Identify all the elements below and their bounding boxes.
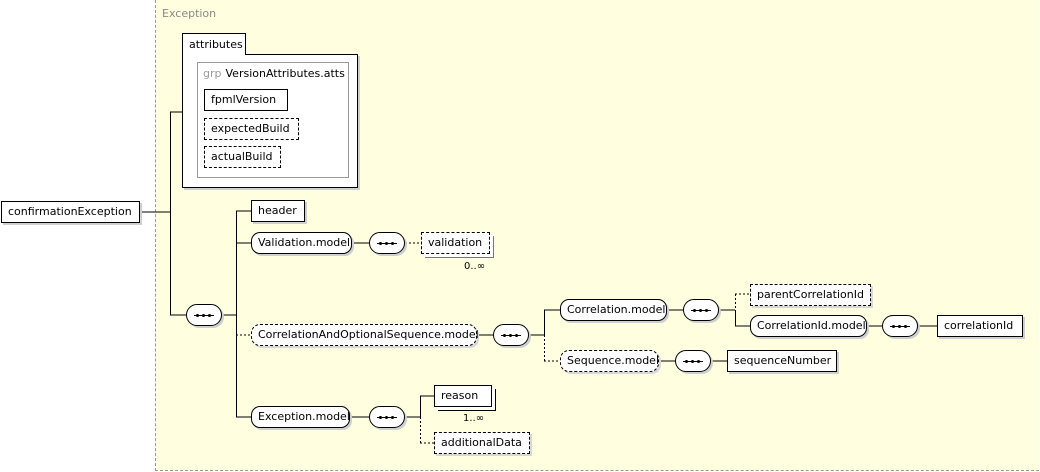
group-keyword: grp [203,67,222,80]
group-label: Exception.model [258,410,350,423]
group-label: Sequence.model [567,354,660,367]
group-label: CorrelationId.model [757,319,866,332]
sequence-compositor-validation[interactable] [369,232,405,254]
element-parent-correlation-id[interactable]: parentCorrelationId [750,284,871,306]
group-validation-model[interactable]: Validation.model [251,232,352,254]
root-element-confirmation-exception[interactable]: confirmationException [1,201,140,223]
cardinality-reason: 1..∞ [463,413,485,424]
region-label: Exception [162,7,217,20]
group-sequence-model[interactable]: Sequence.model [560,350,659,372]
group-name: VersionAttributes.atts [225,67,345,80]
group-label: Validation.model [258,236,351,249]
element-label: header [258,204,297,217]
attribute-label: expectedBuild [211,122,290,135]
element-sequence-number[interactable]: sequenceNumber [727,350,837,372]
sequence-compositor-sequence[interactable] [675,350,711,372]
element-validation[interactable]: validation [421,232,490,254]
attribute-actual-build[interactable]: actualBuild [204,146,281,168]
sequence-compositor-correlation-id[interactable] [882,315,918,337]
element-label: additionalData [441,436,522,449]
group-label: CorrelationAndOptionalSequence.model [258,328,479,341]
attributes-tab: attributes [182,33,246,55]
element-label: correlationId [944,319,1014,332]
attribute-label: actualBuild [211,150,273,163]
attribute-expected-build[interactable]: expectedBuild [204,118,299,140]
element-label: validation [428,236,483,249]
sequence-compositor-exception[interactable] [369,406,405,428]
group-correlation-model[interactable]: Correlation.model [560,299,667,321]
element-additional-data[interactable]: additionalData [434,432,530,454]
element-header[interactable]: header [251,200,305,222]
element-label: parentCorrelationId [757,288,864,301]
group-correlation-and-optional-sequence-model[interactable]: CorrelationAndOptionalSequence.model [251,324,479,346]
sequence-compositor-main[interactable] [186,304,222,326]
group-label: Correlation.model [567,303,666,316]
sequence-compositor-correlation[interactable] [683,299,719,321]
element-label: reason [441,389,479,402]
group-correlation-id-model[interactable]: CorrelationId.model [750,315,867,337]
attribute-label: fpmlVersion [211,93,277,106]
root-element-label: confirmationException [8,205,132,218]
element-reason[interactable]: reason [434,385,492,407]
group-exception-model[interactable]: Exception.model [251,406,350,428]
element-correlation-id[interactable]: correlationId [937,315,1023,337]
cardinality-validation: 0..∞ [464,261,486,272]
element-label: sequenceNumber [734,354,832,367]
sequence-compositor-correlation-and-sequence[interactable] [493,324,529,346]
attribute-fpml-version[interactable]: fpmlVersion [204,89,288,111]
